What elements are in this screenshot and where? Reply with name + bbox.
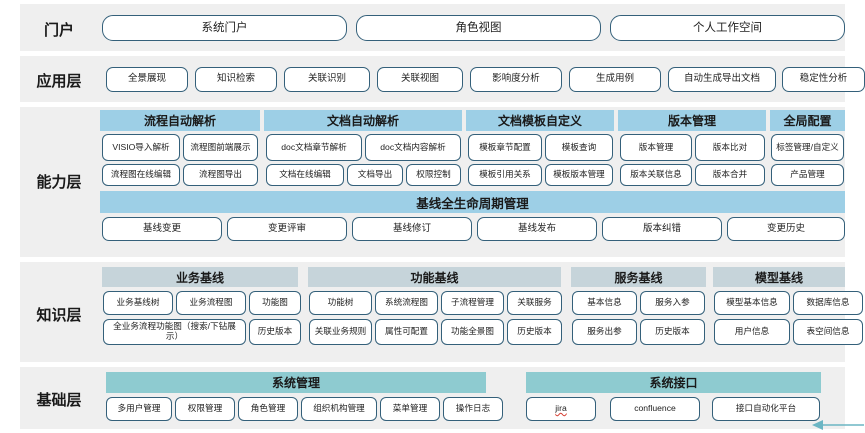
cap-1-item-3[interactable]: 文档导出 bbox=[347, 164, 403, 186]
cap-2-item-2[interactable]: 模板引用关系 bbox=[468, 164, 542, 186]
app-item-0[interactable]: 全景展现 bbox=[106, 67, 188, 92]
app-item-3[interactable]: 关联视图 bbox=[377, 67, 463, 92]
know-3-item-0[interactable]: 模型基本信息 bbox=[714, 291, 790, 315]
know-1-item-4[interactable]: 关联业务规则 bbox=[309, 319, 372, 345]
layer-row-portal: 门户 系统门户 角色视图 个人工作空间 bbox=[20, 4, 845, 51]
lifecycle-item-3[interactable]: 基线发布 bbox=[477, 217, 597, 241]
cap-1-item-1[interactable]: doc文档内容解析 bbox=[365, 134, 461, 161]
know-0-item-1[interactable]: 业务流程图 bbox=[176, 291, 246, 315]
cap-4-item-1[interactable]: 产品管理 bbox=[771, 164, 844, 186]
know-group-header-1: 功能基线 bbox=[308, 267, 561, 287]
cap-4-item-0[interactable]: 标签管理/自定义 bbox=[771, 134, 844, 161]
know-2-item-0[interactable]: 基本信息 bbox=[572, 291, 637, 315]
connector-arrow-icon bbox=[812, 420, 864, 430]
cap-group-header-4: 全局配置 bbox=[770, 110, 845, 131]
layer-label-capability: 能力层 bbox=[36, 174, 82, 191]
know-3-item-3[interactable]: 表空间信息 bbox=[793, 319, 863, 345]
know-1-item-2[interactable]: 子流程管理 bbox=[441, 291, 504, 315]
app-item-6[interactable]: 自动生成导出文档 bbox=[668, 67, 776, 92]
portal-item-personal-workspace[interactable]: 个人工作空间 bbox=[610, 15, 845, 41]
know-0-item-3[interactable]: 全业务流程功能图（搜索/下钻展示） bbox=[103, 319, 246, 345]
layer-label-base: 基础层 bbox=[36, 392, 82, 409]
know-1-item-3[interactable]: 关联服务 bbox=[507, 291, 562, 315]
know-2-item-3[interactable]: 历史版本 bbox=[640, 319, 705, 345]
layer-row-base: 基础层 系统管理 多用户管理 权限管理 角色管理 组织机构管理 菜单管理 操作日… bbox=[20, 367, 845, 429]
base-0-item-2[interactable]: 角色管理 bbox=[238, 397, 298, 421]
cap-2-item-0[interactable]: 模板章节配置 bbox=[468, 134, 542, 161]
cap-0-item-3[interactable]: 流程图导出 bbox=[183, 164, 258, 186]
know-1-item-5[interactable]: 属性可配置 bbox=[375, 319, 438, 345]
know-0-item-2[interactable]: 功能图 bbox=[249, 291, 301, 315]
know-1-item-7[interactable]: 历史版本 bbox=[507, 319, 562, 345]
base-1-item-api-platform[interactable]: 接口自动化平台 bbox=[712, 397, 820, 421]
know-group-header-0: 业务基线 bbox=[102, 267, 298, 287]
cap-1-item-0[interactable]: doc文档章节解析 bbox=[266, 134, 362, 161]
cap-group-header-3: 版本管理 bbox=[618, 110, 766, 131]
lifecycle-item-0[interactable]: 基线变更 bbox=[102, 217, 222, 241]
cap-1-item-2[interactable]: 文档在线编辑 bbox=[266, 164, 344, 186]
app-item-5[interactable]: 生成用例 bbox=[569, 67, 661, 92]
know-1-item-0[interactable]: 功能树 bbox=[309, 291, 372, 315]
know-group-header-2: 服务基线 bbox=[571, 267, 706, 287]
lifecycle-header: 基线全生命周期管理 bbox=[100, 191, 845, 213]
lifecycle-item-5[interactable]: 变更历史 bbox=[727, 217, 845, 241]
base-0-item-5[interactable]: 操作日志 bbox=[443, 397, 503, 421]
layer-label-portal: 门户 bbox=[43, 22, 74, 39]
layer-row-capability: 能力层 流程自动解析 VISIO导入解析 流程图前端展示 流程图在线编辑 流程图… bbox=[20, 107, 845, 257]
base-0-item-1[interactable]: 权限管理 bbox=[175, 397, 235, 421]
lifecycle-item-2[interactable]: 基线修订 bbox=[352, 217, 472, 241]
cap-0-item-1[interactable]: 流程图前端展示 bbox=[183, 134, 258, 161]
app-item-4[interactable]: 影响度分析 bbox=[470, 67, 562, 92]
cap-3-item-2[interactable]: 版本关联信息 bbox=[620, 164, 692, 186]
layer-row-application: 应用层 全景展现 知识检索 关联识别 关联视图 影响度分析 生成用例 自动生成导… bbox=[20, 56, 865, 102]
cap-group-header-2: 文档模板自定义 bbox=[466, 110, 614, 131]
base-group-header-1: 系统接口 bbox=[526, 372, 821, 393]
cap-2-item-1[interactable]: 模板查询 bbox=[545, 134, 613, 161]
cap-2-item-3[interactable]: 模板版本管理 bbox=[545, 164, 613, 186]
portal-item-system-portal[interactable]: 系统门户 bbox=[102, 15, 347, 41]
app-item-7[interactable]: 稳定性分析 bbox=[782, 67, 865, 92]
base-1-item-jira[interactable]: jira bbox=[526, 397, 596, 421]
know-0-item-4[interactable]: 历史版本 bbox=[249, 319, 301, 345]
know-2-item-2[interactable]: 服务出参 bbox=[572, 319, 637, 345]
cap-3-item-3[interactable]: 版本合并 bbox=[695, 164, 765, 186]
base-1-item-confluence[interactable]: confluence bbox=[610, 397, 700, 421]
cap-0-item-2[interactable]: 流程图在线编辑 bbox=[102, 164, 180, 186]
cap-group-header-1: 文档自动解析 bbox=[264, 110, 462, 131]
know-0-item-0[interactable]: 业务基线树 bbox=[103, 291, 173, 315]
base-group-header-0: 系统管理 bbox=[106, 372, 486, 393]
layer-row-knowledge: 知识层 业务基线 业务基线树 业务流程图 功能图 全业务流程功能图（搜索/下钻展… bbox=[20, 262, 863, 362]
cap-1-item-4[interactable]: 权限控制 bbox=[406, 164, 461, 186]
cap-group-header-0: 流程自动解析 bbox=[100, 110, 260, 131]
cap-0-item-0[interactable]: VISIO导入解析 bbox=[102, 134, 180, 161]
base-0-item-4[interactable]: 菜单管理 bbox=[380, 397, 440, 421]
layer-label-application: 应用层 bbox=[36, 73, 82, 90]
portal-item-role-view[interactable]: 角色视图 bbox=[356, 15, 601, 41]
know-1-item-6[interactable]: 功能全景图 bbox=[441, 319, 504, 345]
cap-3-item-0[interactable]: 版本管理 bbox=[620, 134, 692, 161]
cap-3-item-1[interactable]: 版本比对 bbox=[695, 134, 765, 161]
lifecycle-item-1[interactable]: 变更评审 bbox=[227, 217, 347, 241]
know-1-item-1[interactable]: 系统流程图 bbox=[375, 291, 438, 315]
layer-label-knowledge: 知识层 bbox=[36, 307, 82, 324]
base-0-item-0[interactable]: 多用户管理 bbox=[106, 397, 172, 421]
base-0-item-3[interactable]: 组织机构管理 bbox=[301, 397, 377, 421]
app-item-1[interactable]: 知识检索 bbox=[195, 67, 277, 92]
know-2-item-1[interactable]: 服务入参 bbox=[640, 291, 705, 315]
app-item-2[interactable]: 关联识别 bbox=[284, 67, 370, 92]
know-3-item-2[interactable]: 用户信息 bbox=[714, 319, 790, 345]
know-group-header-3: 模型基线 bbox=[713, 267, 845, 287]
lifecycle-item-4[interactable]: 版本纠错 bbox=[602, 217, 722, 241]
know-3-item-1[interactable]: 数据库信息 bbox=[793, 291, 863, 315]
